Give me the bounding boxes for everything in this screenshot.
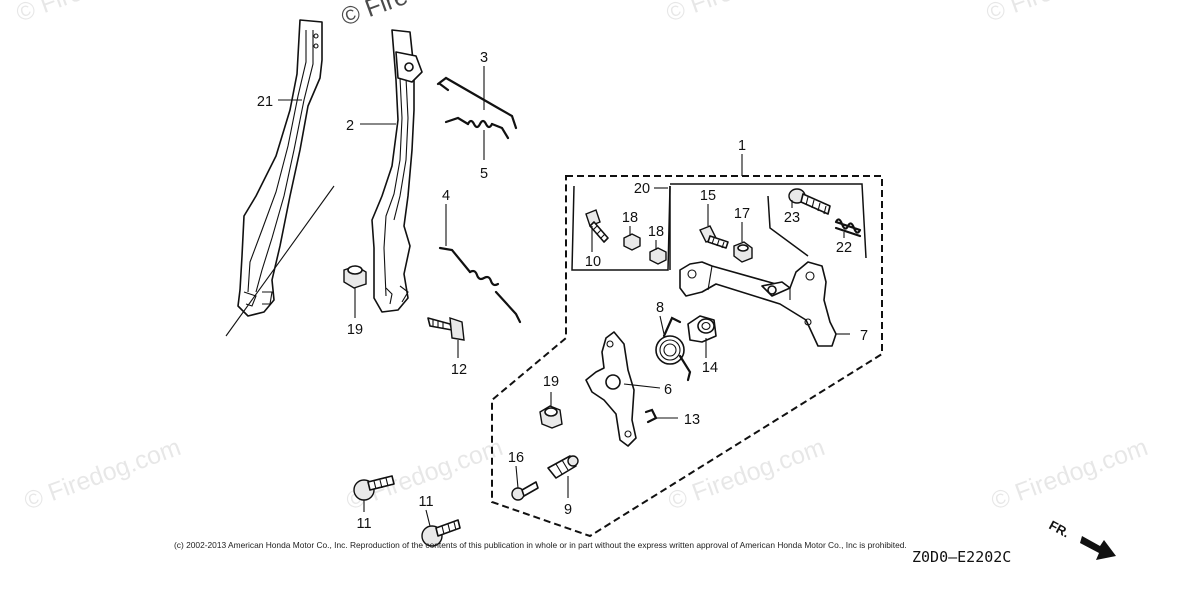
callout-11-right: 11 <box>418 494 433 510</box>
callout-labels: 1 2 3 4 5 6 7 8 9 10 11 11 12 13 14 15 1… <box>257 50 868 532</box>
nut-19-right <box>539 392 563 429</box>
spring-22 <box>834 218 862 238</box>
copyright-notice: (c) 2002-2013 American Honda Motor Co., … <box>174 540 907 550</box>
bolt-16 <box>511 465 539 501</box>
callout-8: 8 <box>656 300 664 316</box>
watermark-partial-4: © Fire <box>982 0 1056 28</box>
direction-label: FR. <box>1047 517 1073 540</box>
nut-18-b <box>649 240 667 265</box>
arrow-icon <box>1080 536 1116 560</box>
callout-4: 4 <box>442 188 450 204</box>
callout-17: 17 <box>734 206 750 222</box>
callout-5: 5 <box>480 166 488 182</box>
spring-8 <box>655 315 692 382</box>
lever-21 <box>225 19 335 337</box>
watermark-partial-3: © Fire <box>662 0 736 28</box>
watermark-full-4: © Firedog.com <box>987 433 1151 516</box>
callout-23: 23 <box>784 210 800 226</box>
callout-15: 15 <box>700 188 716 204</box>
front-direction-arrow: FR. <box>1047 517 1116 560</box>
nut-17 <box>733 222 753 263</box>
callout-12: 12 <box>451 362 467 378</box>
callout-20: 20 <box>634 181 650 197</box>
lever-2 <box>360 29 423 313</box>
spring-5 <box>444 116 510 160</box>
subassembly-frame-20 <box>571 183 867 271</box>
callout-6: 6 <box>664 382 672 398</box>
callout-21: 21 <box>257 94 273 110</box>
bolt-11-b <box>421 509 461 547</box>
rod-3 <box>436 66 518 130</box>
diagram-code: Z0D0—E2202C <box>912 548 1011 566</box>
callout-14: 14 <box>702 360 718 376</box>
spring-rod-4 <box>438 204 522 324</box>
clip-13 <box>644 408 678 424</box>
collar-14 <box>687 315 717 358</box>
callout-22: 22 <box>836 240 852 256</box>
screw-10 <box>585 209 609 252</box>
assembly-frame-1 <box>491 154 883 538</box>
bolt-12 <box>427 316 465 358</box>
callout-19-right: 19 <box>543 374 559 390</box>
arm-6 <box>585 331 661 447</box>
callout-2: 2 <box>346 118 354 134</box>
bolt-11-a <box>353 475 395 512</box>
callout-16: 16 <box>508 450 524 466</box>
callout-18-a: 18 <box>622 210 638 226</box>
bolt-15 <box>699 204 729 249</box>
callout-13: 13 <box>684 412 700 428</box>
callout-9: 9 <box>564 502 572 518</box>
callout-18-b: 18 <box>648 224 664 240</box>
nut-18-a <box>623 226 641 251</box>
callout-10: 10 <box>585 254 601 270</box>
screw-23 <box>788 188 831 215</box>
watermark-full-1: © Firedog.com <box>20 433 184 516</box>
callout-7: 7 <box>860 328 868 344</box>
nut-19-left <box>343 265 367 318</box>
watermark-partial-1: © Fire <box>12 0 86 28</box>
watermark-partial-2: © Fire <box>337 0 411 32</box>
callout-11-left: 11 <box>356 516 371 532</box>
callout-1: 1 <box>738 138 746 154</box>
callout-19-left: 19 <box>347 322 363 338</box>
watermarks: © Fire © Fire © Fire © Fire © Firedog.co… <box>12 0 1151 516</box>
callout-3: 3 <box>480 50 488 66</box>
pin-9 <box>547 455 579 498</box>
plate-7 <box>679 261 850 347</box>
